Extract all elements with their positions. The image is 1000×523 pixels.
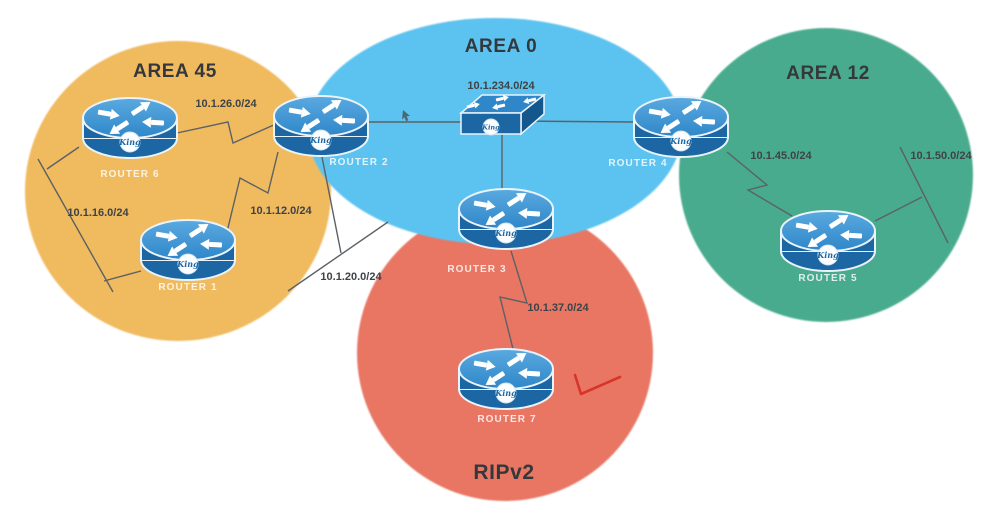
router-6-label: ROUTER 6 <box>100 169 159 180</box>
network-label-10-1-37: 10.1.37.0/24 <box>527 302 589 314</box>
network-label-10-1-50: 10.1.50.0/24 <box>910 150 972 162</box>
link-router3-router7 <box>499 250 529 350</box>
router-4-label: ROUTER 4 <box>608 158 667 169</box>
router-6-node <box>83 97 177 158</box>
lan-segment-10-1-50 <box>899 146 949 244</box>
king-badge: King <box>481 118 500 136</box>
area-45-region <box>25 41 331 341</box>
cursor-artifact <box>402 110 410 122</box>
network-label-10-1-234: 10.1.234.0/24 <box>467 80 535 92</box>
router-2-node <box>274 95 368 156</box>
link-router6-lan16 <box>46 146 80 170</box>
router-3-node <box>459 188 553 249</box>
link-router5-lan50 <box>874 196 923 222</box>
router-1-label: ROUTER 1 <box>158 282 217 293</box>
switch-node: King <box>458 93 547 136</box>
network-label-10-1-26: 10.1.26.0/24 <box>195 98 257 110</box>
link-router4-router5 <box>726 151 793 217</box>
router-7-label: ROUTER 7 <box>477 414 536 425</box>
link-router1-router2 <box>225 151 279 237</box>
area-12-region <box>679 28 973 322</box>
router-5-label: ROUTER 5 <box>798 273 857 284</box>
router-4-node <box>634 96 728 157</box>
link-router2-lan20 <box>321 156 342 254</box>
lan-segment-10-1-16 <box>37 158 114 293</box>
router-3-label: ROUTER 3 <box>447 264 506 275</box>
router-2-label: ROUTER 2 <box>329 157 388 168</box>
link-router1-lan16 <box>103 270 142 282</box>
router-5-node <box>781 210 875 271</box>
network-label-10-1-45: 10.1.45.0/24 <box>750 150 812 162</box>
red-checkmark-annotation <box>573 373 622 396</box>
network-label-10-1-12: 10.1.12.0/24 <box>250 205 312 217</box>
network-label-10-1-16: 10.1.16.0/24 <box>67 207 129 219</box>
router-1-node <box>141 219 235 280</box>
router-7-node <box>459 348 553 409</box>
ripv2-label: RIPv2 <box>473 461 534 484</box>
area-45-label: AREA 45 <box>133 61 217 82</box>
king-badge-label: King <box>481 124 500 132</box>
lan-segment-10-1-20 <box>287 221 389 292</box>
link-router6-router2 <box>176 121 277 144</box>
area-12-label: AREA 12 <box>786 63 870 84</box>
network-label-10-1-20: 10.1.20.0/24 <box>320 271 382 283</box>
area-0-label: AREA 0 <box>465 36 538 57</box>
